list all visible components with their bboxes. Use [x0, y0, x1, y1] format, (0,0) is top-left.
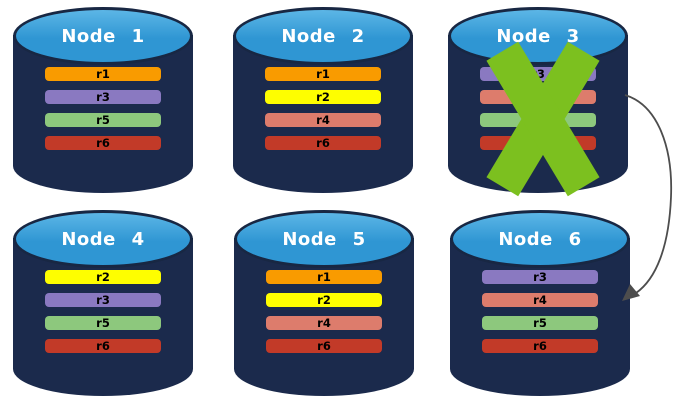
replica-bar — [480, 113, 596, 127]
replica-bar: r3 — [45, 90, 161, 104]
failover-arrow-curve — [624, 94, 673, 294]
cylinder-top: Node 2 — [233, 7, 413, 65]
replica-bar: r2 — [265, 90, 381, 104]
cylinder-top: Node 6 — [450, 210, 630, 268]
replica-bar: r3 — [480, 67, 596, 81]
cylinder-top: Node 4 — [13, 210, 193, 268]
cylinder-top: Node 3 — [448, 7, 628, 65]
replica-list: r1 r2 r4 r6 — [234, 270, 414, 362]
replica-bar: r1 — [45, 67, 161, 81]
node-label: Node 5 — [282, 228, 366, 250]
replica-bar: r4 — [266, 316, 382, 330]
cylinder-top: Node 5 — [234, 210, 414, 268]
node-4: Node 4 r2 r3 r5 r6 — [13, 210, 193, 396]
node-2: Node 2 r1 r2 r4 r6 — [233, 7, 413, 193]
node-6: Node 6 r3 r4 r5 r6 — [450, 210, 630, 396]
replica-bar: r6 — [45, 136, 161, 150]
node-label: Node 6 — [498, 228, 582, 250]
replica-bar: r2 — [45, 270, 161, 284]
replica-bar: r6 — [265, 136, 381, 150]
replica-bar: r4 — [265, 113, 381, 127]
node-label: Node 4 — [61, 228, 145, 250]
replica-bar: r3 — [482, 270, 598, 284]
replica-bar: r2 — [266, 293, 382, 307]
replica-bar: r6 — [482, 339, 598, 353]
replica-list: r2 r3 r5 r6 — [13, 270, 193, 362]
replica-bar: r1 — [266, 270, 382, 284]
replica-bar: r4 — [482, 293, 598, 307]
replica-bar: r1 — [265, 67, 381, 81]
replica-bar: r5 — [482, 316, 598, 330]
replica-list: r3 — [448, 67, 628, 159]
node-label: Node 3 — [496, 25, 580, 47]
replica-bar — [480, 136, 596, 150]
replica-bar: r3 — [45, 293, 161, 307]
node-label: Node 2 — [281, 25, 365, 47]
node-1: Node 1 r1 r3 r5 r6 — [13, 7, 193, 193]
node-5: Node 5 r1 r2 r4 r6 — [234, 210, 414, 396]
node-label: Node 1 — [61, 25, 145, 47]
replica-bar: r5 — [45, 113, 161, 127]
node-3: Node 3 r3 — [448, 7, 628, 197]
cylinder-top: Node 1 — [13, 7, 193, 65]
replica-bar — [480, 90, 596, 104]
replica-bar: r6 — [45, 339, 161, 353]
replica-list: r1 r3 r5 r6 — [13, 67, 193, 159]
replica-list: r1 r2 r4 r6 — [233, 67, 413, 159]
replica-bar: r6 — [266, 339, 382, 353]
replica-list: r3 r4 r5 r6 — [450, 270, 630, 362]
replica-bar: r5 — [45, 316, 161, 330]
